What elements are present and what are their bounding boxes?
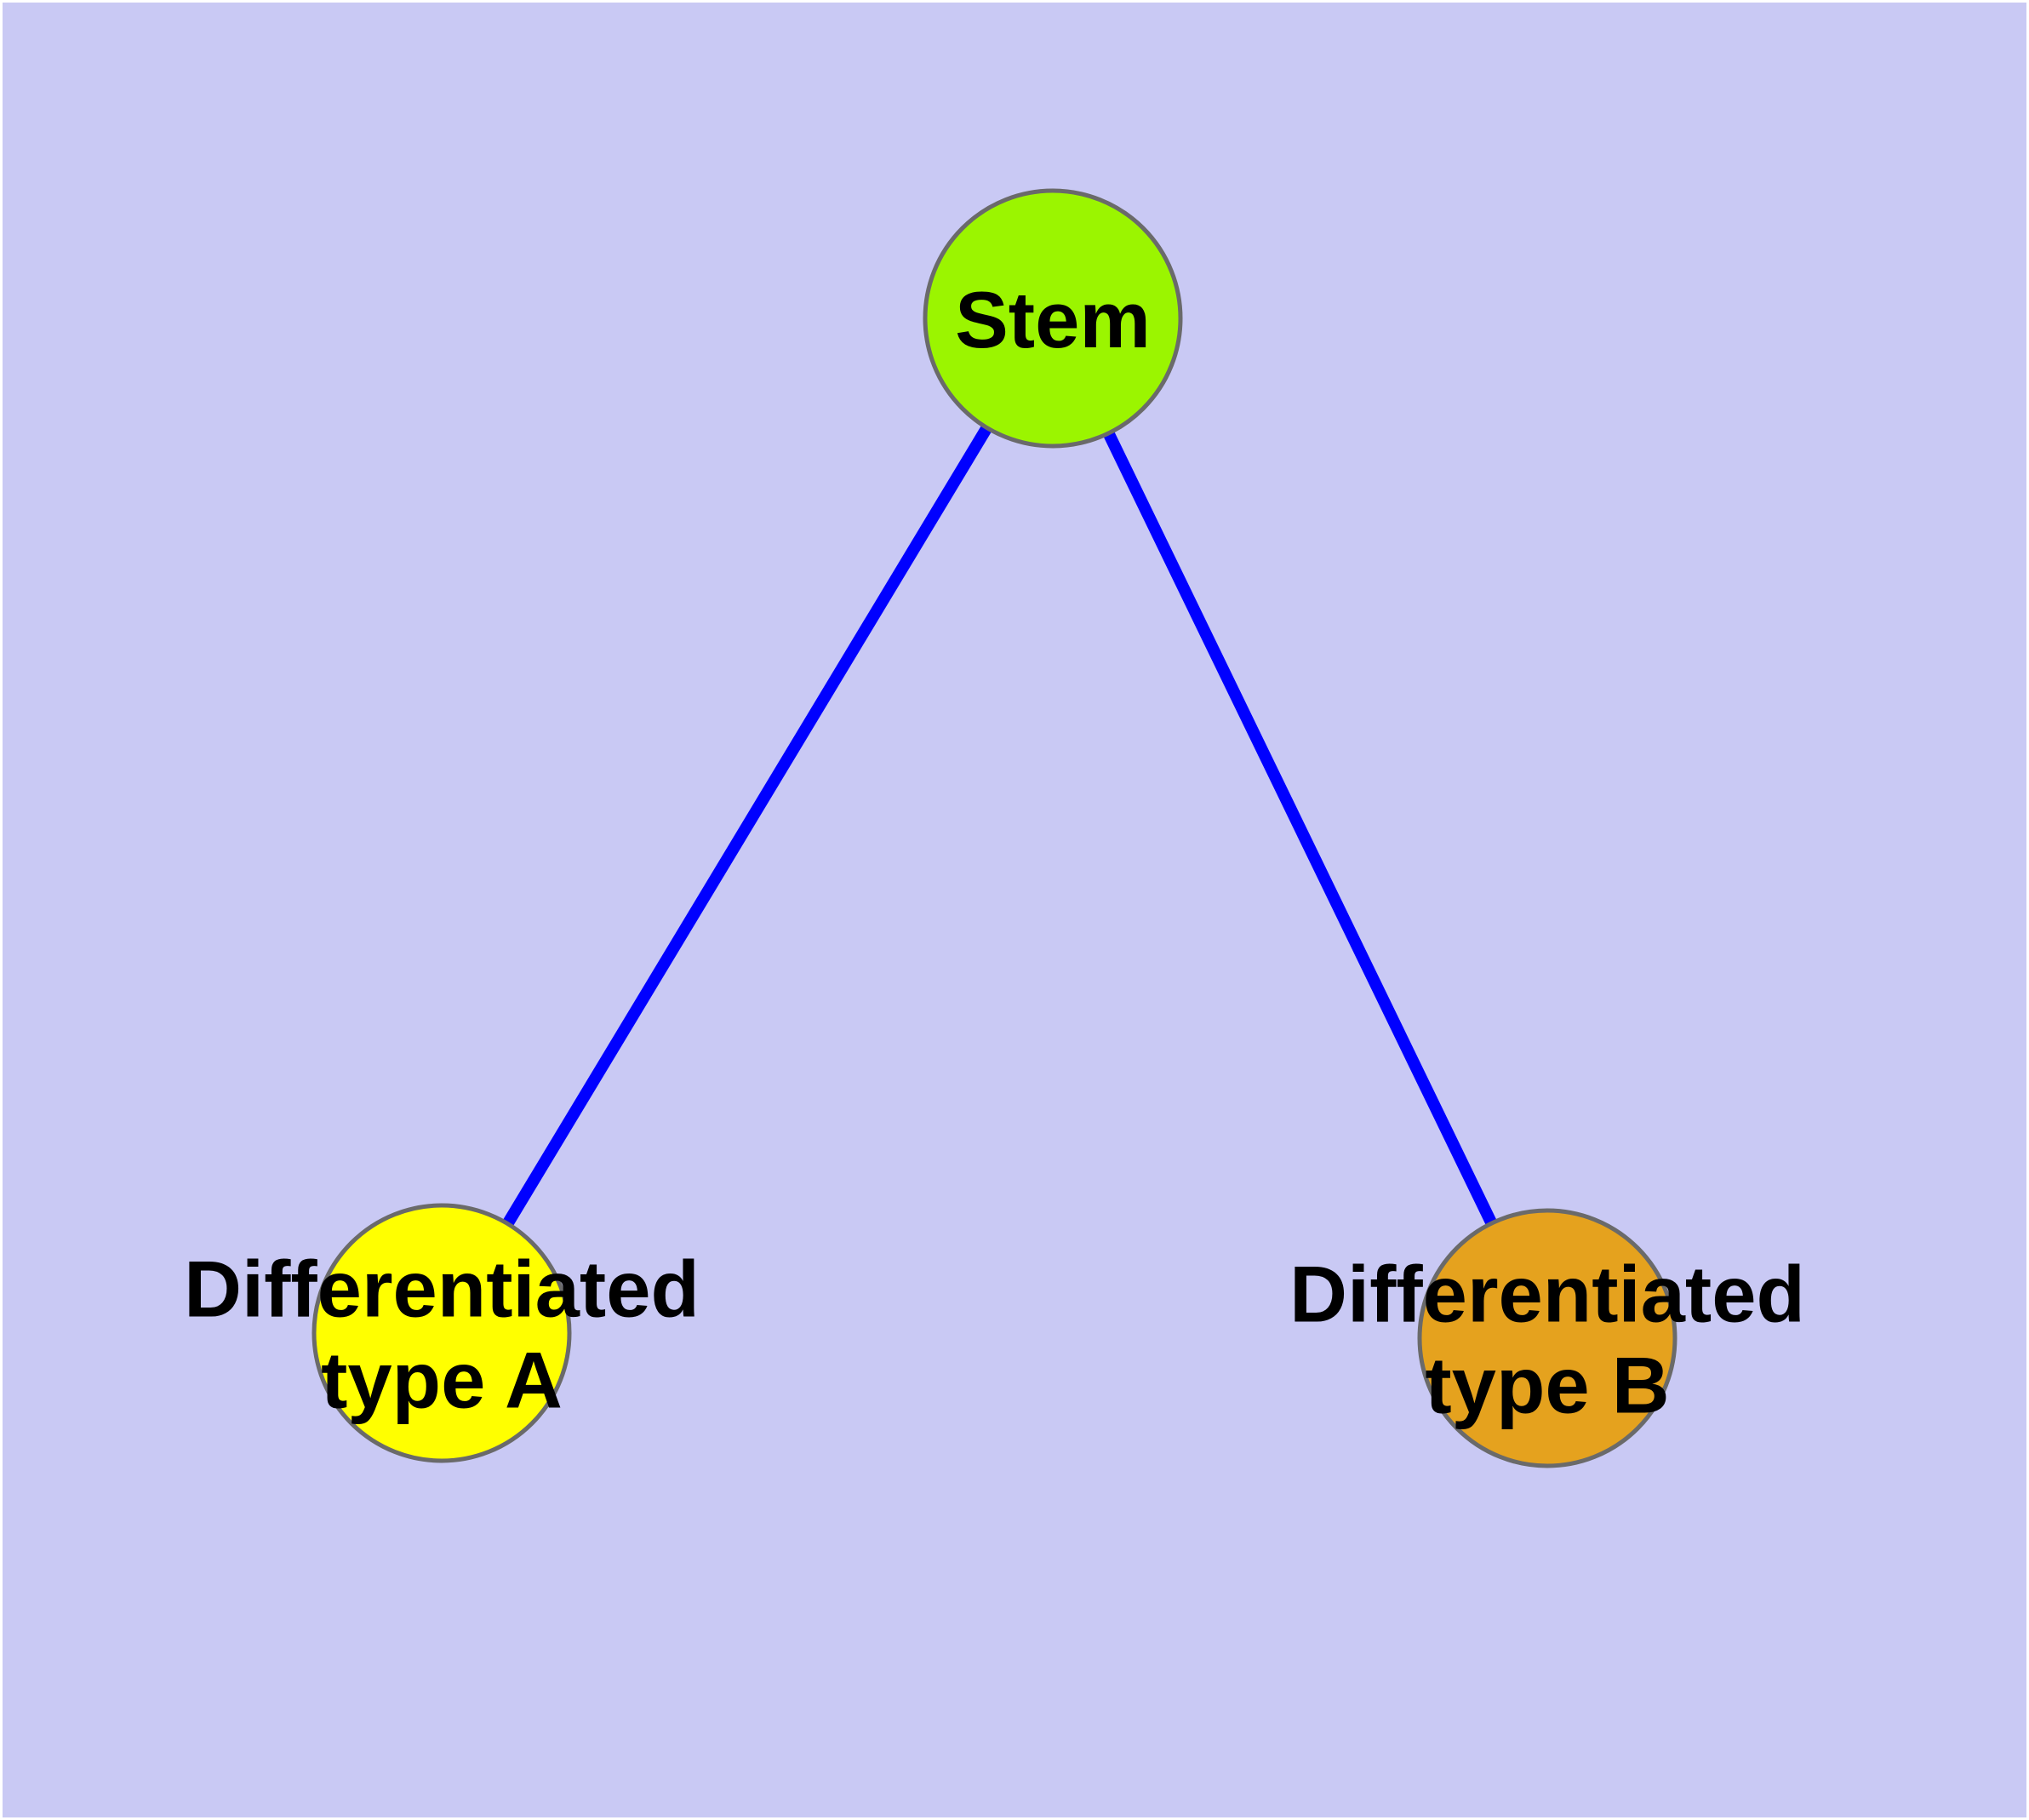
node-circle-diff-b (1417, 1208, 1677, 1468)
node-label-line: Differentiated (1289, 1250, 1805, 1339)
edge-stem-diff-a (437, 315, 1058, 1336)
node-circle-diff-a (311, 1203, 572, 1463)
node-label-stem: Stem (955, 275, 1151, 364)
node-circle-stem (923, 188, 1183, 449)
node-label-line: type A (321, 1336, 563, 1425)
edges-layer (437, 315, 1553, 1342)
node-stem: Stem (923, 188, 1183, 449)
node-label-line: type B (1425, 1341, 1669, 1430)
edge-stem-diff-b (1047, 315, 1553, 1342)
node-label-line: Differentiated (184, 1245, 700, 1334)
node-label-line: Stem (955, 275, 1151, 364)
